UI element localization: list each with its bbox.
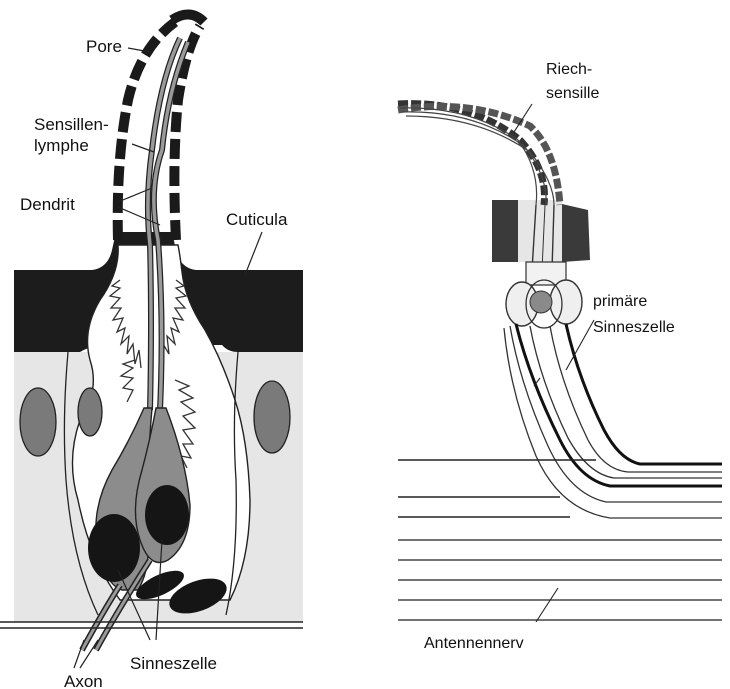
right-sensillum-diagram: Riech- sensille primäre Sinneszelle Ante… — [398, 61, 722, 652]
nucleus-left-inner — [78, 388, 102, 436]
leader-cuticula — [245, 232, 262, 275]
leader-antennennerv — [536, 588, 558, 622]
sensory-cell-nucleus — [530, 291, 552, 313]
label-riechsensille-1: Riech- — [546, 61, 592, 78]
nerve-fiber-2 — [530, 326, 722, 478]
hair-tip — [172, 14, 204, 22]
sensory-cell-nucleus-2 — [145, 485, 189, 545]
label-cuticula: Cuticula — [226, 210, 288, 229]
socket-block-right — [562, 204, 590, 262]
nerve-fiber-1b — [510, 326, 722, 502]
sensory-cell-nucleus-1 — [88, 514, 140, 582]
label-sensillenlymphe-2: lymphe — [34, 136, 89, 155]
label-riechsensille-2: sensille — [546, 85, 599, 102]
label-pore: Pore — [86, 37, 122, 56]
sensory-cell-body-right — [550, 280, 582, 324]
label-sinneszelle: Sinneszelle — [130, 654, 217, 673]
label-primaere-2: Sinneszelle — [593, 319, 675, 336]
label-primaere-1: primäre — [593, 293, 647, 310]
label-axon: Axon — [64, 672, 103, 689]
nucleus-right — [254, 381, 290, 453]
nucleus-left-outer — [20, 388, 56, 456]
label-dendrit: Dendrit — [20, 195, 75, 214]
left-sensillum-diagram: Pore Sensillen- lymphe Dendrit Cuticula … — [0, 14, 303, 689]
socket-block-left — [492, 200, 518, 262]
nerve-fiber-1 — [516, 324, 722, 486]
hair-wall-right — [174, 26, 200, 240]
label-sensillenlymphe-1: Sensillen- — [34, 115, 109, 134]
label-antennennerv: Antennennerv — [424, 635, 524, 652]
socket-light — [518, 200, 562, 262]
